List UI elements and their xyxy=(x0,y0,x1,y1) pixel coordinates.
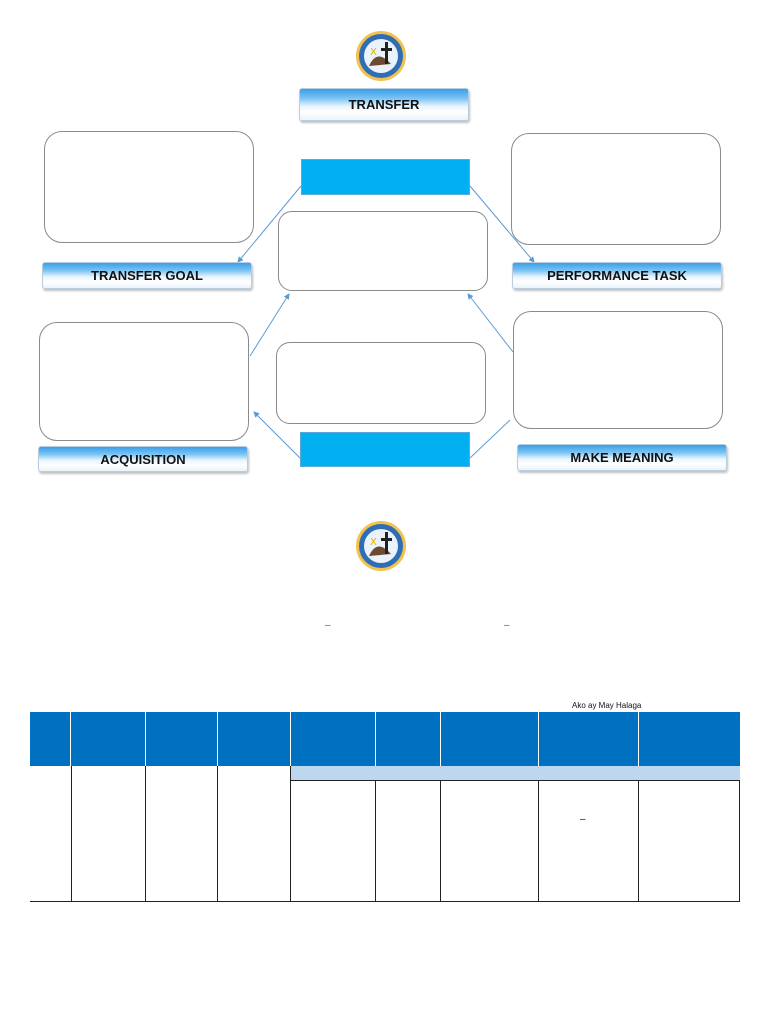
center-top-blue-box xyxy=(301,159,470,195)
svg-text:X: X xyxy=(370,47,377,58)
dash-mark-1: – xyxy=(325,620,331,631)
transfer-goal-label-text: TRANSFER GOAL xyxy=(91,268,203,283)
dash-mark-2: – xyxy=(504,620,510,631)
table-caption: Ako ay May Halaga xyxy=(572,701,642,710)
center-upper-box[interactable] xyxy=(278,211,488,291)
connector-arrows xyxy=(237,185,535,459)
acquisition-box[interactable] xyxy=(39,322,249,441)
table-subheader-band xyxy=(290,766,740,780)
transfer-label: TRANSFER xyxy=(299,88,469,121)
dash-mark-1-text: – xyxy=(325,620,331,631)
arrow-to-performance-task xyxy=(469,185,535,263)
school-seal-icon: X xyxy=(356,31,406,81)
acquisition-label-text: ACQUISITION xyxy=(100,452,186,467)
performance-task-label: PERFORMANCE TASK xyxy=(512,262,722,289)
arrow-acq-to-center xyxy=(249,293,290,357)
transfer-goal-label: TRANSFER GOAL xyxy=(42,262,252,289)
make-meaning-label-text: MAKE MEANING xyxy=(570,450,674,465)
center-lower-box[interactable] xyxy=(276,342,486,424)
arrow-to-transfer-goal xyxy=(237,185,302,263)
arrow-to-acquisition xyxy=(253,411,301,459)
plan-table: – xyxy=(30,712,740,904)
arrow-mm-left xyxy=(469,419,511,459)
make-meaning-label: MAKE MEANING xyxy=(517,444,727,471)
transfer-label-text: TRANSFER xyxy=(348,97,420,112)
performance-task-label-text: PERFORMANCE TASK xyxy=(547,268,687,283)
svg-text:X: X xyxy=(370,537,377,548)
acquisition-label: ACQUISITION xyxy=(38,446,248,472)
table-cell-dash: – xyxy=(580,814,586,825)
table-cell-dash-text: – xyxy=(580,814,586,825)
table-header-row xyxy=(30,712,740,766)
make-meaning-box[interactable] xyxy=(513,311,723,429)
dash-mark-2-text: – xyxy=(504,620,510,631)
center-bottom-blue-box xyxy=(300,432,470,467)
transfer-goal-box[interactable] xyxy=(44,131,254,243)
performance-task-box[interactable] xyxy=(511,133,721,245)
arrow-mm-to-center xyxy=(467,293,514,353)
school-seal-icon: X xyxy=(356,521,406,571)
